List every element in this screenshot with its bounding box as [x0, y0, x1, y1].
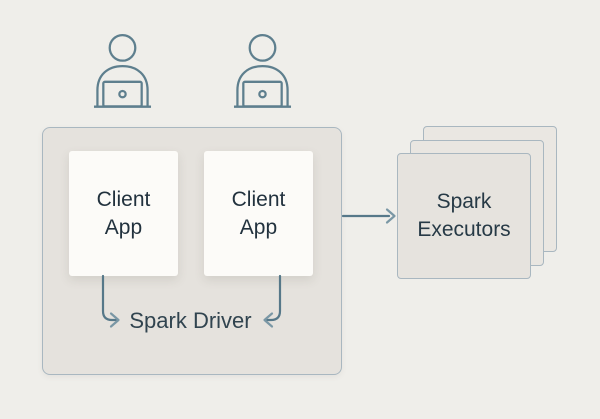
user-head: [108, 33, 137, 62]
arrowhead-right-icon: [385, 208, 396, 224]
spark-executors-label: Spark Executors: [417, 190, 511, 241]
laptop-screen: [242, 80, 283, 108]
client-app-label: Client App: [96, 187, 151, 239]
user-body: [96, 64, 149, 107]
spark-driver-label: Spark Driver: [129, 308, 252, 333]
user-laptop-icon: [233, 33, 292, 108]
laptop-logo-dot: [258, 89, 267, 99]
client-app-card: Client App: [204, 151, 313, 276]
client-app-card: Client App: [69, 151, 178, 276]
user-head: [248, 33, 277, 62]
laptop-screen: [102, 80, 143, 108]
client-app-label: Client App: [231, 187, 286, 239]
user-body: [236, 64, 289, 107]
laptop-logo-dot: [118, 89, 127, 99]
user-laptop-icon: [93, 33, 152, 108]
executor-card-front: Spark Executors: [397, 153, 531, 279]
